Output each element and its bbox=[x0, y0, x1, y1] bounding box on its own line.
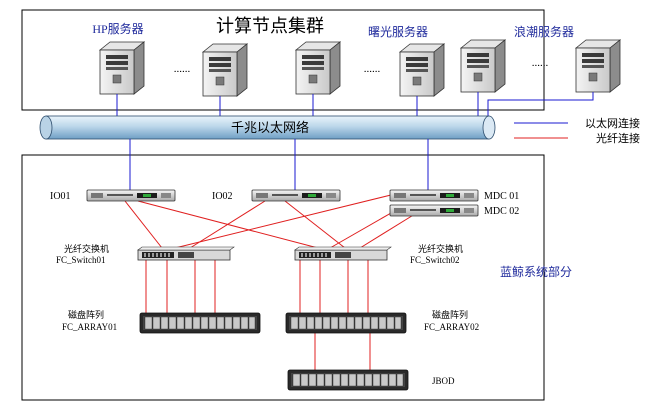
sugon-server-1-tower-server-icon bbox=[295, 41, 341, 95]
hp-server-label: HP服务器 bbox=[92, 21, 143, 36]
gigabit-ethernet-pipe bbox=[39, 115, 496, 140]
server-ethernet-links bbox=[116, 92, 594, 116]
inspur-server-label: 浪潮服务器 bbox=[514, 24, 574, 39]
fiber-links bbox=[124, 193, 416, 370]
ellipsis-dots-3: ...... bbox=[532, 57, 549, 69]
switch02-label: FC_Switch02 bbox=[410, 255, 460, 265]
ellipsis-dots-1: ...... bbox=[174, 63, 191, 75]
sugon-server-label: 曙光服务器 bbox=[368, 24, 428, 39]
mdc02-rack-server-icon bbox=[389, 204, 479, 217]
bluewhale-system-label: 蓝鲸系统部分 bbox=[500, 264, 572, 279]
fc-array01-disk-array-icon bbox=[139, 312, 261, 334]
fc-switch02-fiber-switch-icon bbox=[294, 246, 392, 261]
io02-rack-server-icon bbox=[251, 189, 341, 202]
array01-label: FC_ARRAY01 bbox=[62, 322, 117, 332]
cluster-title: 计算节点集群 bbox=[216, 16, 324, 36]
switch01-label: FC_Switch01 bbox=[56, 255, 106, 265]
inspur-server-1-tower-server-icon bbox=[460, 39, 506, 93]
io01-rack-server-icon bbox=[86, 189, 176, 202]
mdc01-label: MDC 01 bbox=[484, 191, 519, 202]
sugon-server-2-tower-server-icon bbox=[399, 43, 445, 97]
gigabit-network-label: 千兆以太网络 bbox=[231, 120, 309, 135]
array02-title: 磁盘阵列 bbox=[432, 309, 468, 320]
jbod-label: JBOD bbox=[432, 376, 455, 386]
array01-title: 磁盘阵列 bbox=[68, 309, 104, 320]
switch01-title: 光纤交换机 bbox=[64, 243, 109, 254]
legend-fiber-label: 光纤连接 bbox=[596, 131, 640, 145]
legend-ethernet-label: 以太网连接 bbox=[585, 117, 640, 130]
jbod-disk-array-icon bbox=[287, 369, 409, 391]
compute-cluster-frame bbox=[21, 9, 545, 111]
fc-switch01-fiber-switch-icon bbox=[137, 246, 235, 261]
system-ethernet-links bbox=[129, 139, 429, 190]
hp-server-2-tower-server-icon bbox=[202, 43, 248, 97]
bluewhale-system-frame bbox=[21, 154, 545, 401]
inspur-server-2-tower-server-icon bbox=[575, 39, 621, 93]
io02-label: IO02 bbox=[212, 191, 233, 202]
hp-server-1-tower-server-icon bbox=[99, 41, 145, 95]
switch02-title: 光纤交换机 bbox=[418, 243, 463, 254]
array02-label: FC_ARRAY02 bbox=[424, 322, 479, 332]
io01-label: IO01 bbox=[50, 191, 71, 202]
ellipsis-dots-2: ...... bbox=[364, 63, 381, 75]
fc-array02-disk-array-icon bbox=[285, 312, 407, 334]
mdc02-label: MDC 02 bbox=[484, 206, 519, 217]
mdc01-rack-server-icon bbox=[389, 189, 479, 202]
